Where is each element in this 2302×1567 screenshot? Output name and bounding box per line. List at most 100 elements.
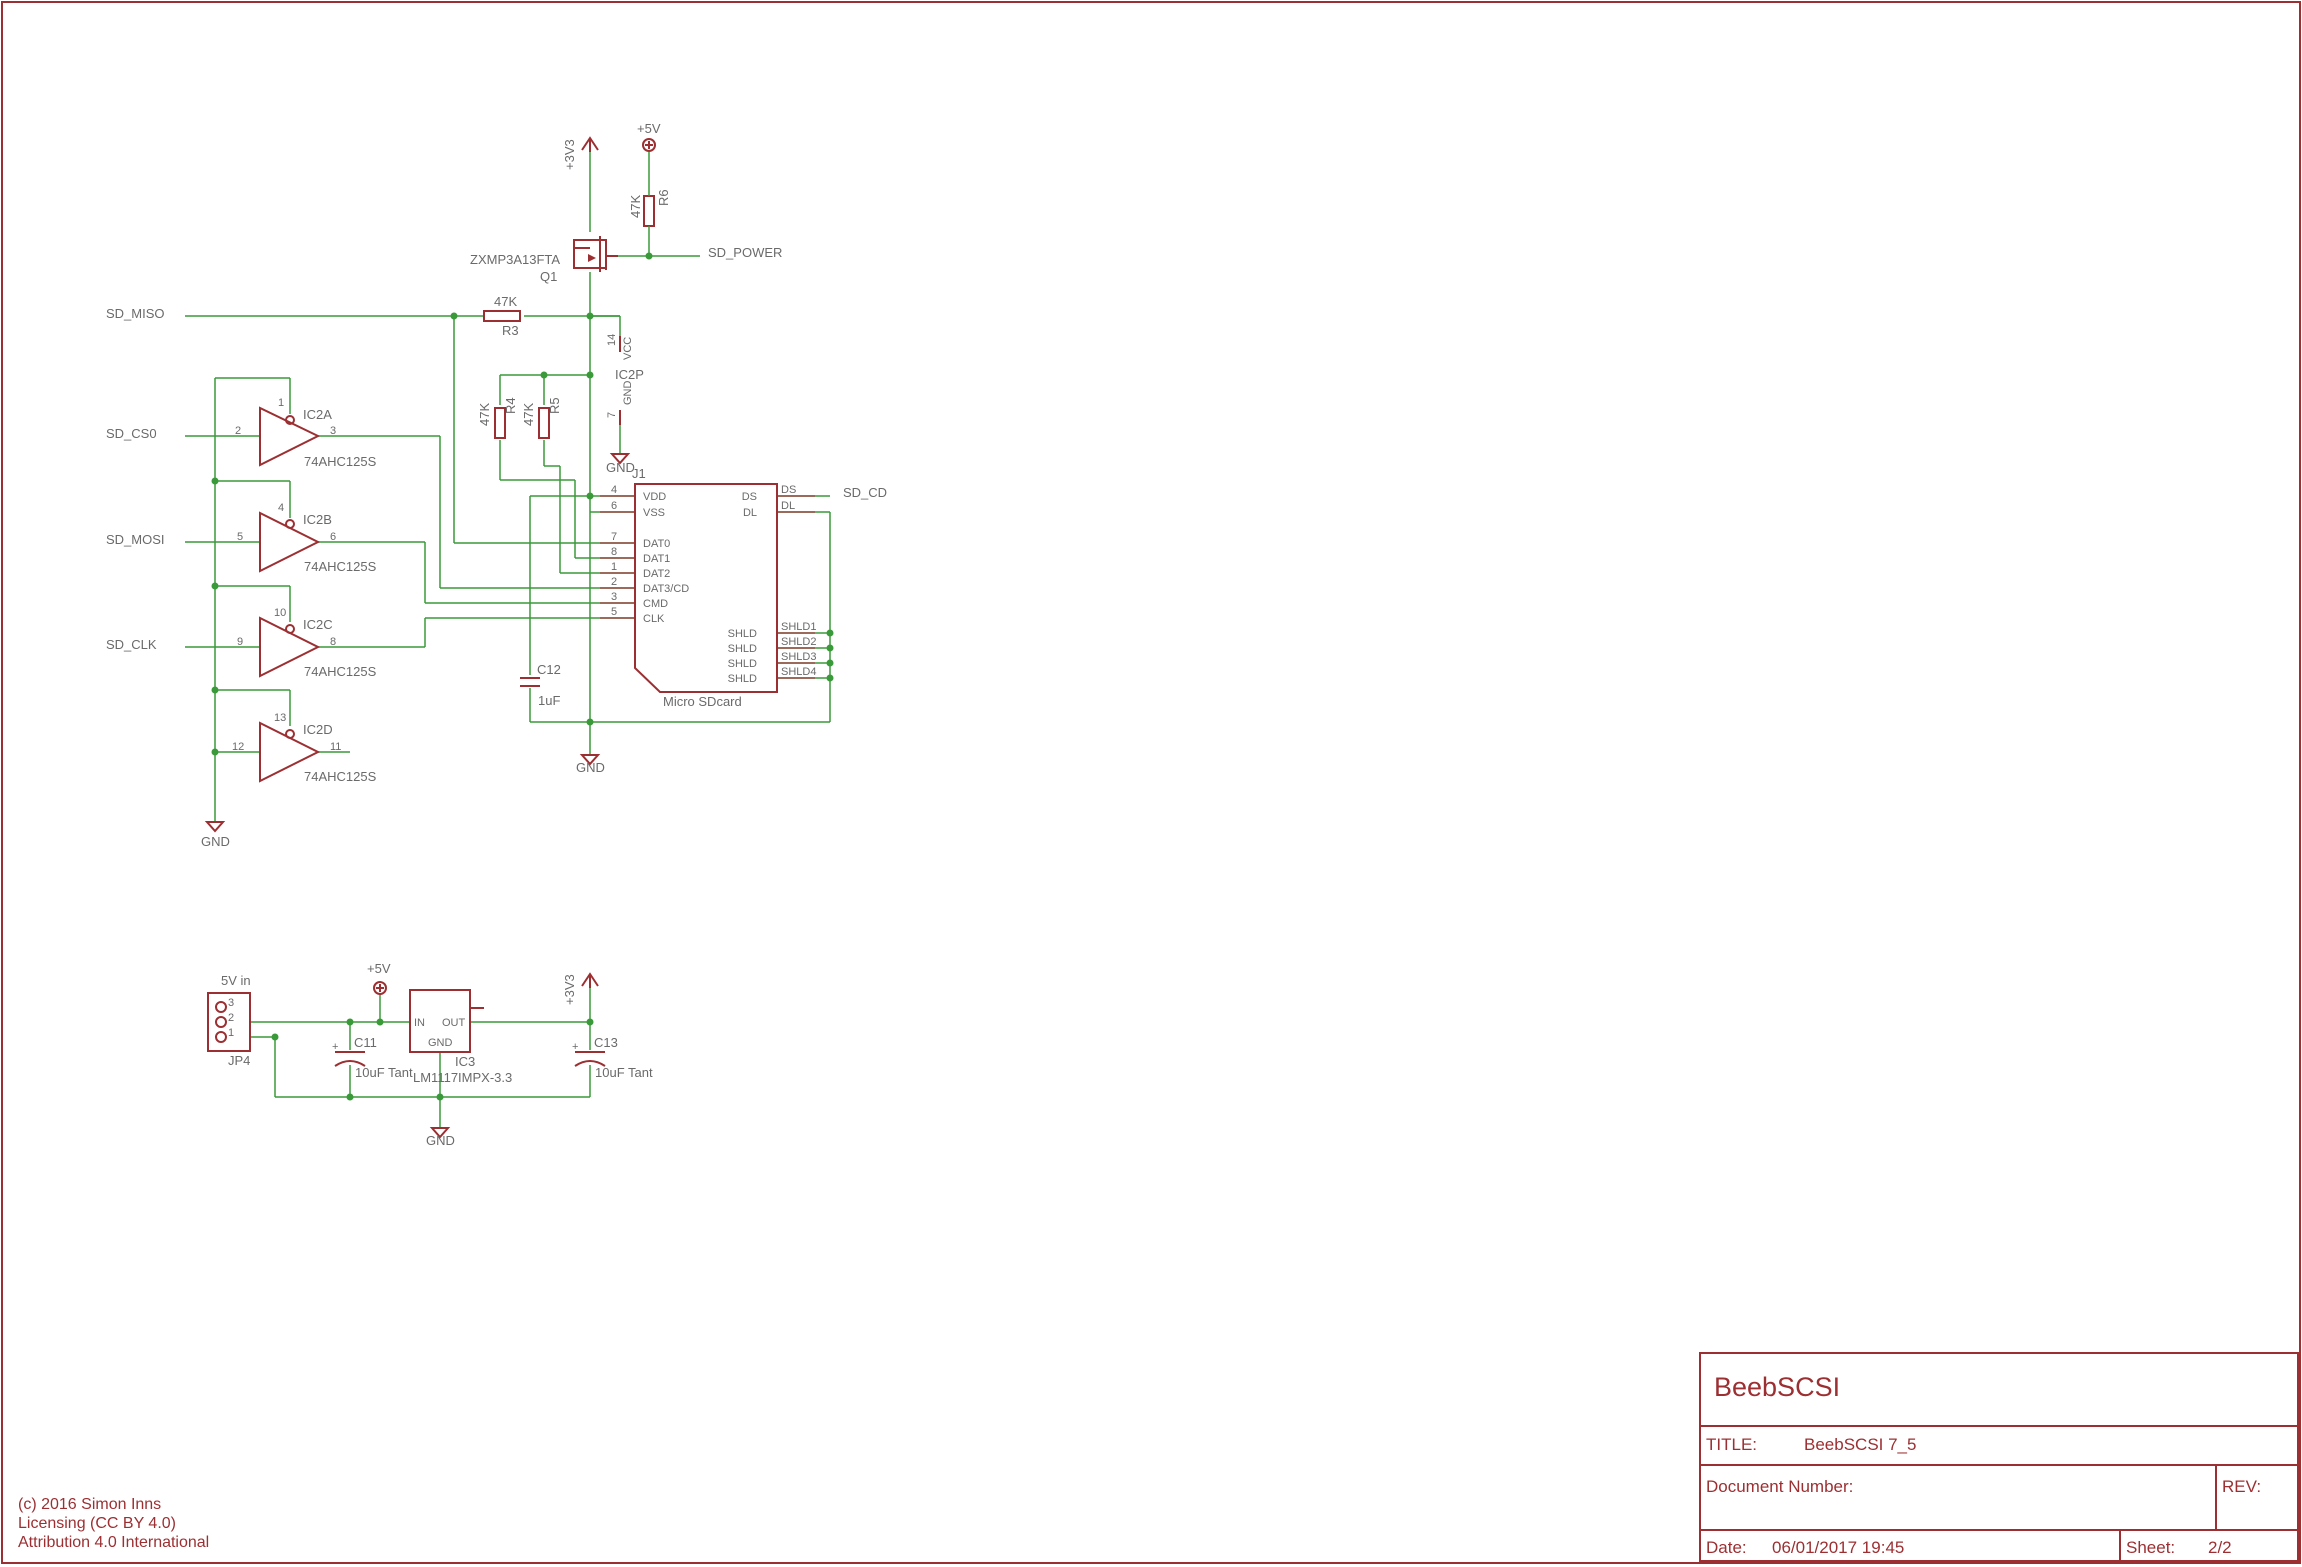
sheet-value: 2/2 [2208,1538,2232,1557]
supply-3v3-lower: +3V3 [562,972,599,1005]
svg-text:2: 2 [228,1012,234,1024]
header-jp4: 3 2 1 5V in JP4 [207,973,251,1068]
capacitor-c12: C12 1uF [520,662,561,708]
supply-5v-top: +5V [637,121,661,152]
svg-text:Licensing (CC BY 4.0): Licensing (CC BY 4.0) [18,1515,176,1532]
svg-text:JP4: JP4 [228,1053,250,1068]
svg-text:1: 1 [278,397,284,409]
svg-text:R5: R5 [547,397,562,414]
j1-pin-name: SHLD [728,643,757,655]
sheet-label: Sheet: [2126,1538,2175,1557]
svg-text:C11: C11 [354,1035,377,1050]
svg-text:47K: 47K [477,403,492,426]
regulator-ic3: IN OUT GND IC3 LM1117IMPX-3.3 [409,989,512,1085]
resistor-r5: 47K R5 [521,397,562,439]
svg-text:GND: GND [576,760,605,775]
net-label-sd-power: SD_POWER [708,245,782,260]
buffer-ic2c: 9 10 8 IC2C 74AHC125S [237,607,377,679]
j1-pin-number: SHLD4 [781,666,816,678]
capacitor-c13: + C13 10uF Tant [572,1035,653,1080]
svg-text:+5V: +5V [367,961,391,976]
svg-text:+5V: +5V [637,121,661,136]
svg-text:3: 3 [330,425,336,437]
svg-text:GND: GND [606,460,635,475]
net-label-sd-miso: SD_MISO [106,306,165,321]
svg-text:5: 5 [237,531,243,543]
svg-text:14: 14 [606,334,618,346]
svg-text:9: 9 [237,636,243,648]
j1-pin-name: DAT2 [643,568,670,580]
net-label-sd-cs0: SD_CS0 [106,426,157,441]
svg-text:IC2B: IC2B [303,512,332,527]
capacitor-c11: + C11 10uF Tant [332,1035,413,1080]
j1-pin-number: 6 [611,500,617,512]
svg-text:12: 12 [232,741,244,753]
gnd-lower: GND [426,1127,455,1148]
svg-text:74AHC125S: 74AHC125S [304,664,377,679]
supply-3v3-top: +3V3 [562,136,599,170]
resistor-r3: 47K R3 [483,294,521,338]
svg-text:LM1117IMPX-3.3: LM1117IMPX-3.3 [413,1070,512,1085]
supply-5v-lower: +5V [367,961,391,995]
svg-text:+3V3: +3V3 [562,139,577,170]
junction-dots [211,252,834,1101]
svg-text:GND: GND [201,834,230,849]
resistor-r4: 47K R4 [477,397,518,439]
svg-text:Attribution 4.0 International: Attribution 4.0 International [18,1534,209,1551]
j1-pin-number: 3 [611,591,617,603]
svg-text:2: 2 [235,425,241,437]
j1-pin-name: CLK [643,613,665,625]
svg-text:74AHC125S: 74AHC125S [304,559,377,574]
q1-value: ZXMP3A13FTA [470,252,560,267]
svg-text:10uF Tant: 10uF Tant [595,1065,653,1080]
svg-text:3: 3 [228,997,234,1009]
buffer-ic2b: 5 4 6 IC2B 74AHC125S [237,502,377,574]
j1-pin-name: CMD [643,598,668,610]
q1-name: Q1 [540,269,557,284]
svg-text:4: 4 [278,502,284,514]
j1-pin-number: 1 [611,561,617,573]
date-value: 06/01/2017 19:45 [1772,1538,1904,1557]
svg-text:IC2A: IC2A [303,407,332,422]
svg-text:1uF: 1uF [538,693,560,708]
svg-text:+: + [572,1041,578,1053]
j1-pin-name: DAT1 [643,553,670,565]
ic2p-name: IC2P [615,367,644,382]
svg-text:IC3: IC3 [455,1054,475,1069]
svg-text:IC2D: IC2D [303,722,333,737]
j1-pin-name: VDD [643,491,666,503]
net-label-sd-cd: SD_CD [843,485,887,500]
svg-text:R3: R3 [502,323,519,338]
svg-text:47K: 47K [521,403,536,426]
resistor-r6: 47K R6 [628,189,671,232]
doc-number-label: Document Number: [1706,1477,1853,1496]
svg-text:R4: R4 [503,397,518,414]
svg-text:GND: GND [426,1133,455,1148]
j1-pin-name: SHLD [728,673,757,685]
svg-text:10uF Tant: 10uF Tant [355,1065,413,1080]
svg-text:VCC: VCC [622,337,634,360]
j1-pin-name: DAT3/CD [643,583,689,595]
j1-pin-number: 7 [611,531,617,543]
svg-text:+3V3: +3V3 [562,974,577,1005]
net-label-sd-clk: SD_CLK [106,637,157,652]
j1-pin-number: 5 [611,606,617,618]
svg-text:(c) 2016 Simon Inns: (c) 2016 Simon Inns [18,1496,161,1513]
j1-pin-number: SHLD2 [781,636,816,648]
buffer-ic2a: 2 1 3 IC2A 74AHC125S [235,397,377,469]
ic2p-power-pins: 14 VCC IC2P 7 GND [606,334,644,425]
svg-text:8: 8 [330,636,336,648]
gnd-ic2p: GND [606,453,635,475]
j1-pin-number: 4 [611,484,617,496]
net-label-sd-mosi: SD_MOSI [106,532,165,547]
j1-pin-name: SHLD [728,658,757,670]
svg-text:74AHC125S: 74AHC125S [304,454,377,469]
copyright-footer: (c) 2016 Simon Inns Licensing (CC BY 4.0… [18,1496,209,1551]
rev-label: REV: [2222,1477,2261,1496]
title-value: BeebSCSI 7_5 [1804,1435,1916,1454]
j1-name: J1 [632,466,646,481]
svg-text:74AHC125S: 74AHC125S [304,769,377,784]
svg-text:R6: R6 [656,189,671,206]
